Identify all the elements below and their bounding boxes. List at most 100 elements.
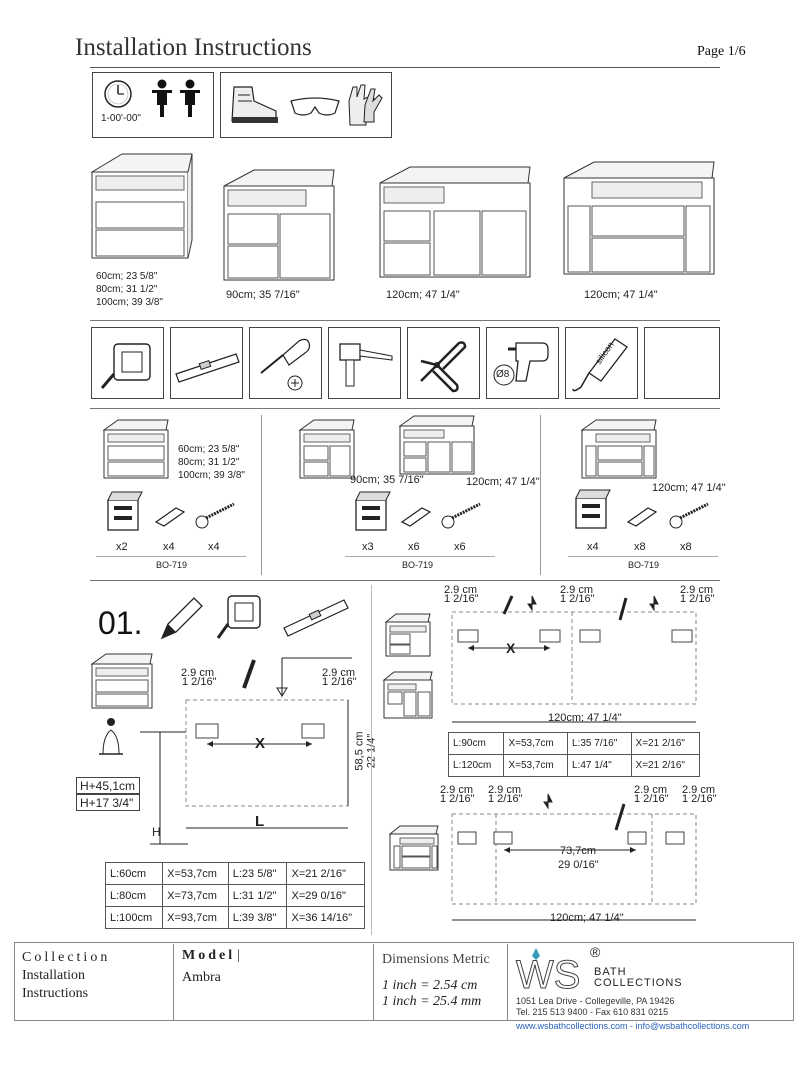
footer-brand-cell: WS ® BATH COLLECTIONS 1051 Lea Drive - C… <box>508 944 793 1020</box>
bracket-count-1: x2 <box>116 541 128 553</box>
rb-inner-in: 29 0/16" <box>558 859 599 871</box>
safety-gear-box <box>220 72 392 138</box>
height-metric-label: H+45,1cm <box>76 777 140 794</box>
cabinet-size-label-1: 60cm; 23 5/8" 80cm; 31 1/2" 100cm; 39 3/… <box>96 271 163 308</box>
hardware-divider-1 <box>261 415 262 575</box>
ws-logo-icon: WS <box>516 948 581 998</box>
website-email-link[interactable]: www.wsbathcollections.com - info@wsbathc… <box>516 1021 750 1031</box>
time-people-box: 1-00'-00" <box>92 72 214 138</box>
rb-offset-in-3: 1 2/16" <box>634 793 669 805</box>
rb-offset-cm-4: 2.9 cm <box>682 784 716 796</box>
footer-right-edge <box>793 942 794 1020</box>
silicon-tube-icon <box>572 338 628 392</box>
rt-x-label: X <box>506 640 516 656</box>
header-rule <box>90 67 720 68</box>
page-number: Page 1/6 <box>697 44 746 59</box>
screwdriver-icon <box>260 338 311 391</box>
tool-silicon: silicon <box>565 327 638 399</box>
right-offset-cm: 2.9 cm <box>322 667 356 679</box>
rt-width-label: 120cm; 47 1/4" <box>548 712 622 724</box>
footer-dimensions-cell: Dimensions Metric 1 inch = 2.54 cm 1 inc… <box>374 944 508 1020</box>
screw-icon <box>669 502 709 529</box>
collection-value-2: Instructions <box>22 986 89 1001</box>
spirit-level-icon <box>175 353 240 383</box>
cabinet-drawing-120-drawers <box>563 161 715 275</box>
model-label: Model| <box>182 948 243 963</box>
rb-offset-cm-3: 2.9 cm <box>634 784 668 796</box>
bo-rule-3 <box>568 556 718 557</box>
bo-rule-2 <box>345 556 495 557</box>
wall-bracket-icon <box>575 489 611 529</box>
collection-value-1: Installation <box>22 968 85 983</box>
safety-glasses-icon <box>290 97 340 116</box>
left-offset-cm: 2.9 cm <box>181 667 215 679</box>
wall-layout-right-bottom <box>451 793 697 921</box>
measuring-tape-icon <box>100 343 151 389</box>
screw-count-3: x8 <box>680 541 692 553</box>
person-marker-icon <box>99 718 123 755</box>
page-title: Installation Instructions <box>75 34 312 61</box>
wall-bracket-icon <box>107 491 143 531</box>
hardware-size-3: 120cm; 47 1/4" <box>652 482 726 494</box>
cabinet-height-cm: 58,5 cm <box>353 731 366 771</box>
brand-line-1: BATH <box>594 966 627 978</box>
dimensions-label: Dimensions Metric <box>382 952 490 967</box>
model-value: Ambra <box>182 970 221 985</box>
hardware-code-1: BO-719 <box>156 560 188 570</box>
conversion-1: 1 inch = 2.54 cm <box>382 978 478 993</box>
rb-offset-in-4: 1 2/16" <box>682 793 717 805</box>
cabinet-drawing-small <box>90 153 193 259</box>
bracket-count-3: x4 <box>587 541 599 553</box>
rb-offset-cm-1: 2.9 cm <box>440 784 474 796</box>
rb-inner-cm: 73,7cm <box>560 845 597 857</box>
hardware-rule <box>90 408 720 409</box>
rt-offset-in-2: 1 2/16" <box>560 593 595 605</box>
tool-hammer <box>328 327 401 399</box>
right-cabinet-icon-120 <box>382 671 433 719</box>
wall-plug-icon <box>400 507 432 527</box>
rb-width-label: 120cm; 47 1/4" <box>550 912 624 924</box>
work-gloves-icon <box>348 84 383 126</box>
plug-count-3: x8 <box>634 541 646 553</box>
hardware-code-2: BO-719 <box>402 560 434 570</box>
screw-icon <box>441 502 481 529</box>
x-distance-label: X <box>255 735 266 752</box>
cabinet-drawing-90 <box>223 169 335 281</box>
rt-offset-cm-1: 2.9 cm <box>444 584 478 596</box>
address: 1051 Lea Drive - Collegeville, PA 19426 <box>516 996 675 1006</box>
plug-count-1: x4 <box>163 541 175 553</box>
step-divider <box>371 585 372 935</box>
drill-bit-size: Ø8 <box>496 369 510 380</box>
power-drill-icon <box>493 342 549 386</box>
tools-rule <box>90 320 720 321</box>
phone: Tel. 215 513 9400 - Fax 610 831 0215 <box>516 1007 669 1017</box>
cabinet-size-label-3: 120cm; 47 1/4" <box>386 289 460 301</box>
l-length-label: L <box>255 813 265 830</box>
footer-model-cell: Model| Ambra <box>174 944 374 1020</box>
right-cabinet-icon-90 <box>384 613 431 657</box>
clock-icon <box>104 80 132 108</box>
conversion-2: 1 inch = 25.4 mm <box>382 994 482 1009</box>
h-dimension-line <box>140 731 188 845</box>
hardware-cabinet-120 <box>398 415 475 475</box>
wall-layout-right-top <box>451 595 697 723</box>
wall-bracket-icon <box>355 491 391 531</box>
hammer-icon <box>339 343 393 387</box>
right-offset-in: 1 2/16" <box>322 676 357 688</box>
wall-layout-left <box>185 657 352 829</box>
rb-offset-in-2: 1 2/16" <box>488 793 523 805</box>
pencil-icon <box>160 597 203 640</box>
h-label: H <box>152 825 161 839</box>
footer-left-edge <box>14 942 15 1020</box>
cabinet-drawing-120-doors <box>379 166 531 278</box>
rt-offset-in-1: 1 2/16" <box>444 593 479 605</box>
cabinet-size-label-2: 90cm; 35 7/16" <box>226 289 300 301</box>
safety-boots-icon <box>231 86 278 123</box>
install-time: 1-00'-00" <box>101 113 141 124</box>
tool-drill: Ø8 <box>486 327 559 399</box>
rb-offset-in-1: 1 2/16" <box>440 793 475 805</box>
two-people-icon <box>152 79 200 117</box>
hardware-cabinet-small <box>102 419 169 479</box>
